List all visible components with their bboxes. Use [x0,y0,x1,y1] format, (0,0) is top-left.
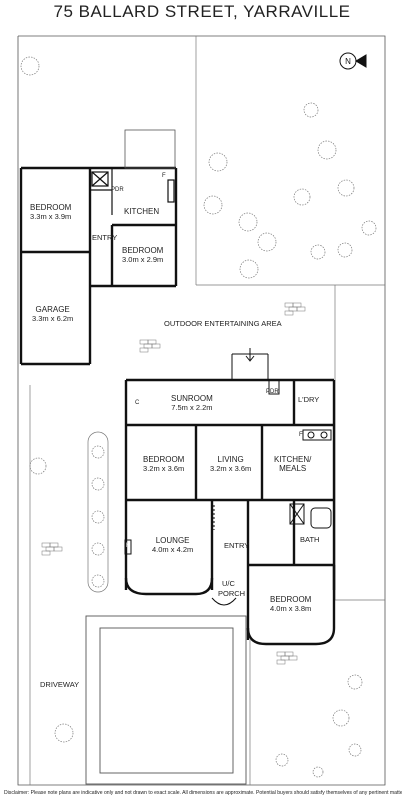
north-arrow-icon [339,52,367,70]
room-living: LIVING 3.2m x 3.6m [210,455,251,473]
room-name: BEDROOM [143,455,185,464]
room-dims: 3.3m x 6.2m [32,314,74,323]
trees [20,56,377,778]
room-kitchen-1: KITCHEN [124,207,159,216]
room-name: BEDROOM [122,246,164,255]
label-entry-1: ENTRY [92,233,118,242]
disclaimer: Disclaimer: Please note plans are indica… [4,790,402,796]
label-bath: BATH [300,535,320,544]
room-dims: 4.0m x 4.2m [152,545,194,554]
room-bedroom-1: BEDROOM 3.3m x 3.9m [30,203,71,221]
north-symbol: N [345,57,351,66]
room-bedroom-3: BEDROOM 3.2m x 3.6m [143,455,184,473]
room-kitchen-meals: KITCHEN/ MEALS [274,455,311,473]
label-porch-uc: U/C [222,579,235,588]
house-fixtures [124,348,332,606]
room-name: KITCHEN/ [274,455,312,464]
page-title: 75 BALLARD STREET, YARRAVILLE [53,2,351,21]
lawn-area [85,615,247,785]
room-garage: GARAGE 3.3m x 6.2m [32,305,73,323]
room-dims: 4.0m x 3.8m [270,604,312,613]
label-pdr-2: PDR [266,389,279,395]
house-walls [124,378,336,640]
label-heater: H [126,543,131,549]
paving-textures [41,302,306,665]
studio-walls [19,166,178,366]
room-bedroom-4: BEDROOM 4.0m x 3.8m [270,595,311,613]
room-name: LIVING [217,455,244,464]
room-dims: 3.2m x 3.6m [210,464,252,473]
label-outdoor-entertaining: OUTDOOR ENTERTAINING AREA [164,319,282,328]
room-name: GARAGE [35,305,70,314]
label-fridge-1: F [162,173,166,179]
studio-inner-walls [90,129,176,215]
room-dims: 3.2m x 3.6m [143,464,185,473]
label-cupboard: C [135,400,140,406]
room-lounge: LOUNGE 4.0m x 4.2m [152,536,193,554]
room-dims: 7.5m x 2.2m [171,403,213,412]
label-entry-2: ENTRY [224,541,250,550]
room-name: BEDROOM [270,595,312,604]
label-laundry: L'DRY [298,395,320,404]
label-pdr-1: PDR [111,187,124,193]
room-bedroom-2: BEDROOM 3.0m x 2.9m [122,246,163,264]
property-boundary [17,35,386,786]
room-dims: 3.3m x 3.9m [30,212,72,221]
label-fridge-2: F [299,432,303,438]
garden-bed [87,431,109,593]
room-name: KITCHEN [124,207,160,216]
house-curved-walls [124,565,336,646]
label-porch: PORCH [218,589,246,598]
label-driveway: DRIVEWAY [40,680,80,689]
room-name: BEDROOM [30,203,72,212]
room-name: SUNROOM [171,394,213,403]
room-name-2: MEALS [279,464,307,473]
room-dims: 3.0m x 2.9m [122,255,164,264]
room-name: LOUNGE [155,536,190,545]
room-sunroom: SUNROOM 7.5m x 2.2m [171,394,213,412]
